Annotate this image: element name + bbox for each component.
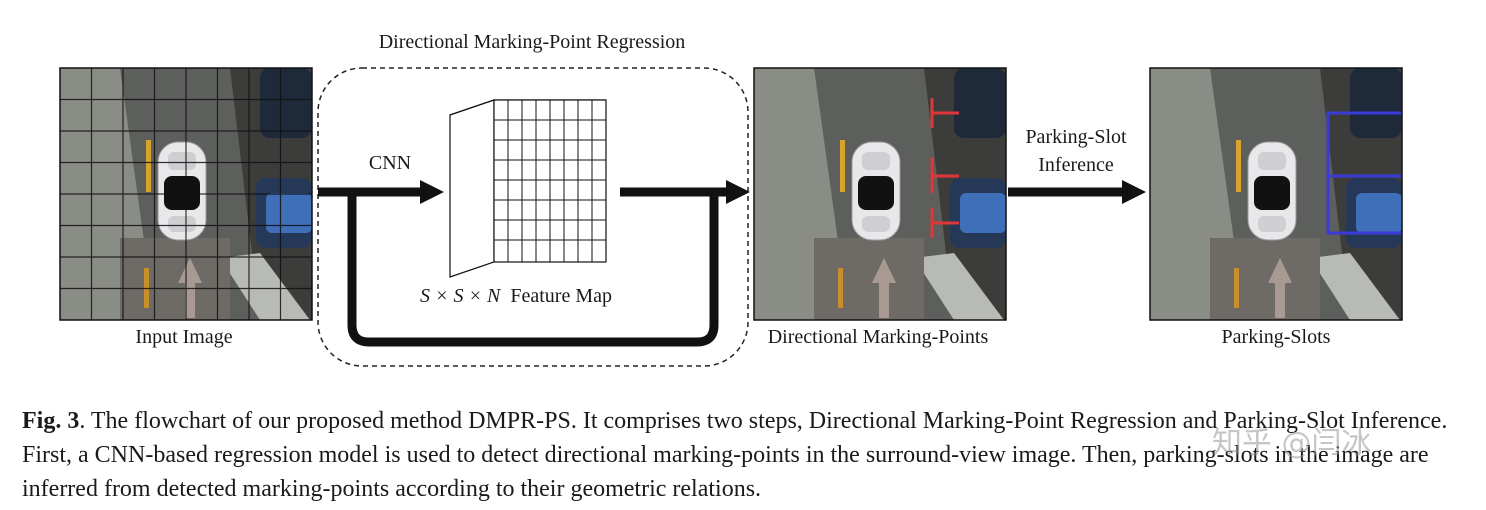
flowchart-diagram <box>59 67 1403 367</box>
parking-slot-inference-line2: Inference <box>1038 154 1114 176</box>
dmpr-title: Directional Marking-Point Regression <box>378 31 686 53</box>
feature-map-cube <box>449 99 607 278</box>
figure-number: Fig. 3 <box>22 408 80 434</box>
loop-arrow <box>347 192 719 347</box>
feature-map-dims: S × S × N <box>420 285 501 307</box>
parking-slots-image <box>1149 67 1403 321</box>
directional-marking-points-label: Directional Marking-Points <box>767 326 989 348</box>
watermark: 知乎 @闫冰 <box>1212 426 1372 461</box>
cnn-label: CNN <box>368 152 412 174</box>
caption-text: . The flowchart of our proposed method D… <box>22 408 1448 502</box>
inference-arrow-head <box>1122 180 1146 204</box>
input-image <box>59 67 313 321</box>
parking-slots-label: Parking-Slots <box>1221 326 1331 348</box>
input-image-label: Input Image <box>135 326 233 348</box>
feature-map-label: S × S × N Feature Map <box>420 285 612 308</box>
output-arrow-head <box>726 180 750 204</box>
figure-caption: Fig. 3. The flowchart of our proposed me… <box>22 404 1472 506</box>
feature-map-text: Feature Map <box>510 285 612 307</box>
directional-marking-points-image <box>753 67 1007 321</box>
parking-slot-inference-line1: Parking-Slot <box>1025 126 1127 148</box>
dmpr-dashed-box <box>317 67 749 367</box>
cnn-arrow-head <box>420 180 444 204</box>
